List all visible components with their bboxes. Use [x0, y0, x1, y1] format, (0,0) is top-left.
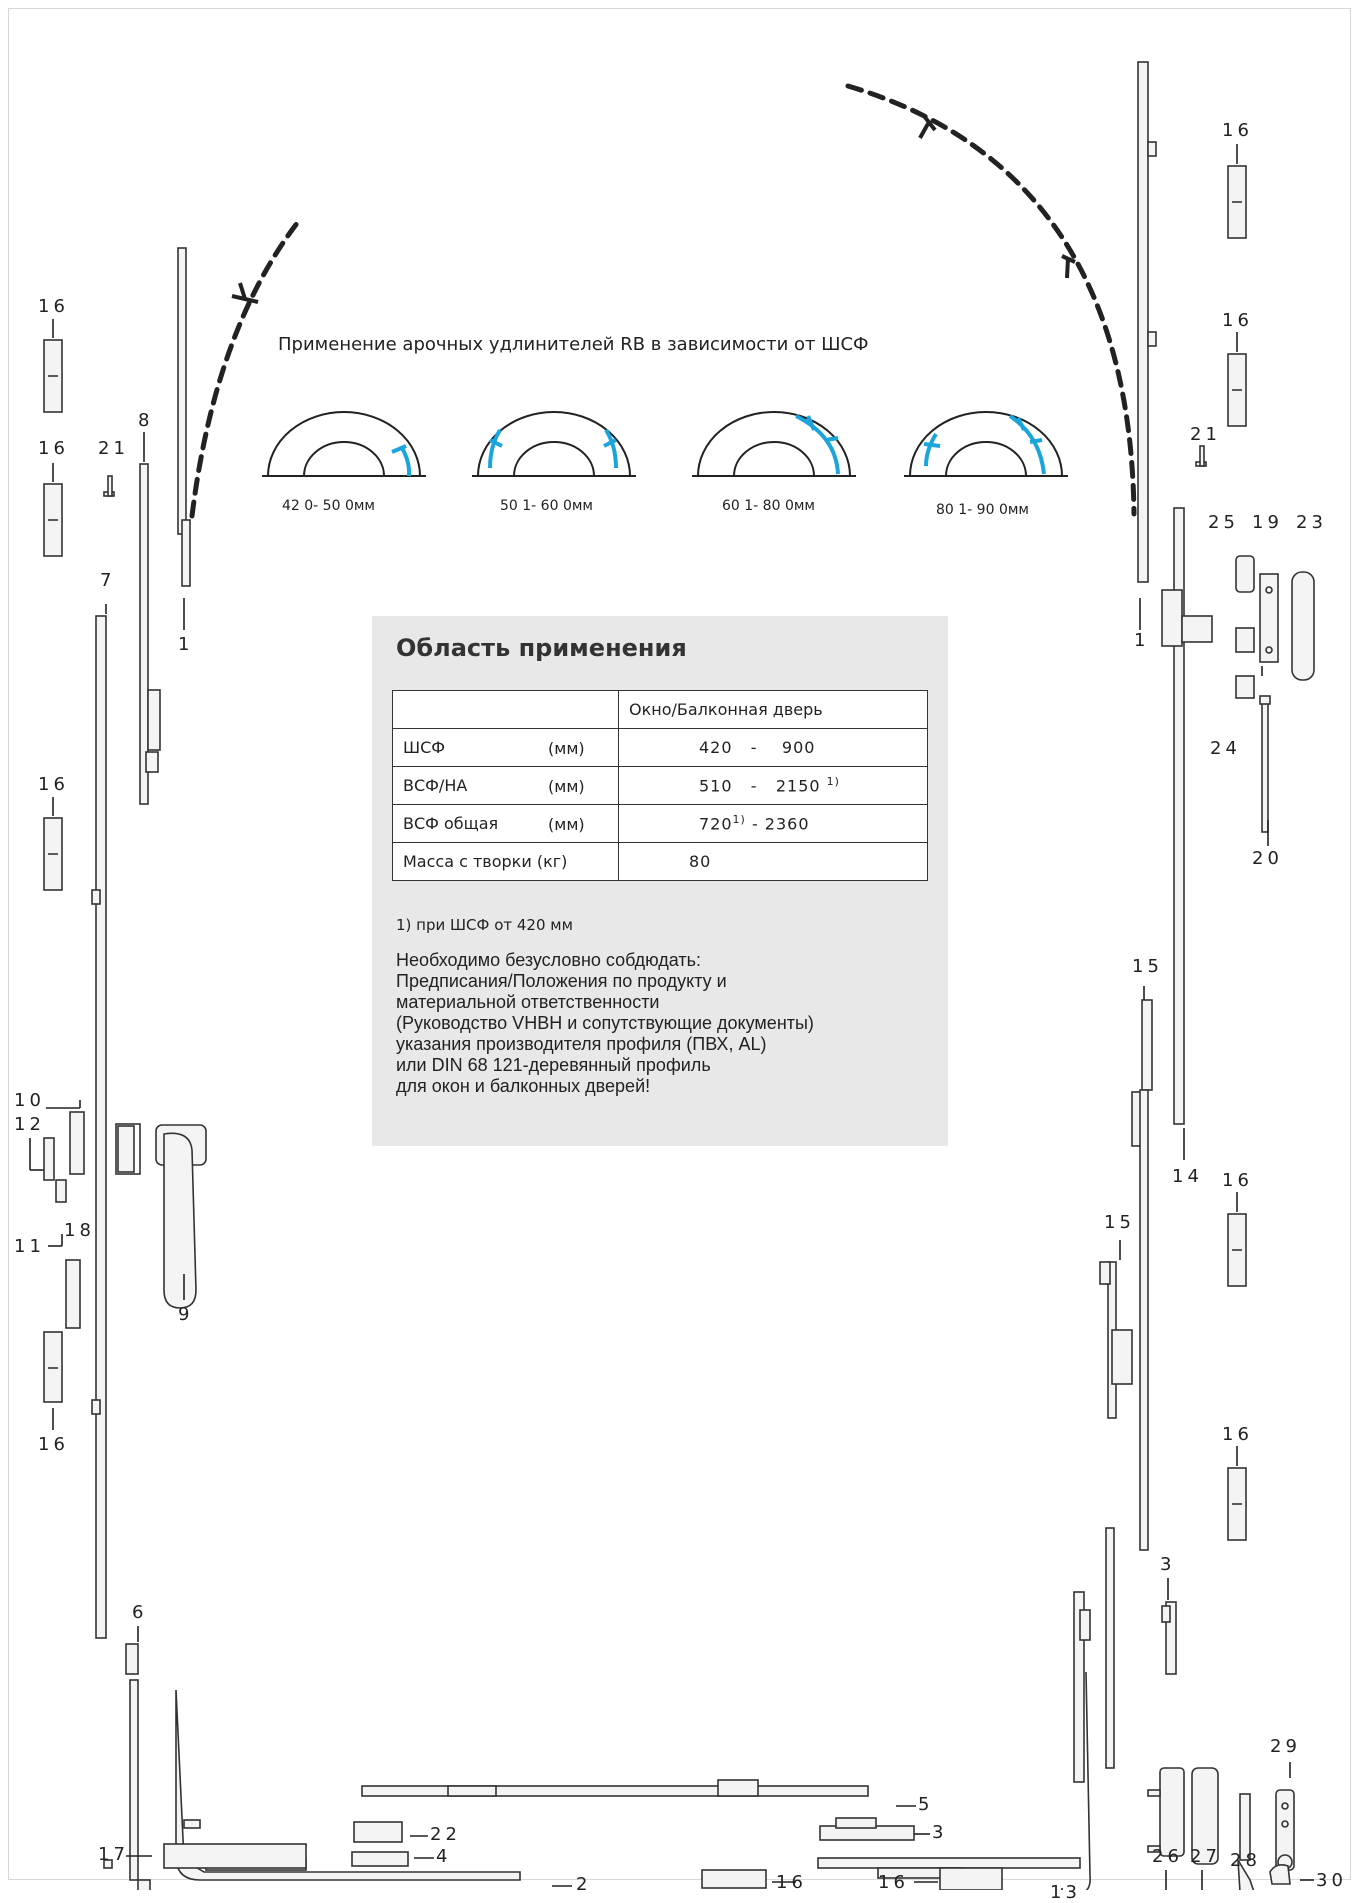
arch-range-4: 80 1- 90 0мм: [936, 502, 1029, 518]
note-line: Предписания/Положения по продукту и: [396, 971, 727, 991]
part-label-15: 15: [1132, 956, 1163, 977]
part-label-26-alt: 26: [1152, 1846, 1183, 1867]
part-label-1: 1: [178, 634, 194, 655]
part-label-16: 16: [38, 774, 69, 795]
part-label-12: 12: [14, 1114, 45, 1135]
part-label-14: 14: [1172, 1166, 1203, 1187]
arch-range-1: 42 0- 50 0мм: [282, 498, 375, 514]
part-label-24: 24: [1210, 738, 1241, 759]
part-label-30: 30: [1316, 1870, 1347, 1891]
footnote: 1) при ШСФ от 420 мм: [396, 916, 573, 934]
arch-icon-1: [262, 411, 426, 477]
row-label: Масса с творки (кг): [403, 852, 568, 871]
table-header-empty: [392, 690, 619, 729]
part-label-28: 28: [1230, 1850, 1261, 1871]
part-label-21: 21: [1190, 424, 1221, 445]
part-label-21: 21: [98, 438, 129, 459]
part-label-11: 11: [14, 1236, 45, 1257]
part-label-16: 16: [38, 1434, 69, 1455]
arch-dashed-right: [845, 83, 1137, 517]
note-line: указания производителя профиля (ПВХ, AL): [396, 1034, 767, 1054]
part-label-6: 6: [132, 1602, 148, 1623]
note-line: материальной ответственности: [396, 992, 660, 1012]
arch-diagrams: [262, 411, 1068, 477]
part-label-16: 16: [776, 1872, 807, 1893]
part-label-18: 18: [64, 1220, 95, 1241]
arch-range-3: 60 1- 80 0мм: [722, 498, 815, 514]
row-label: ВСФ/НА: [403, 776, 468, 795]
part-label-13: 13: [1050, 1882, 1081, 1903]
row-label: ВСФ общая: [403, 814, 499, 833]
part-label-2: 2: [576, 1874, 592, 1895]
part-label-16: 16: [1222, 310, 1253, 331]
row-label: ШСФ: [403, 738, 446, 757]
arch-icon-3: [692, 411, 856, 477]
part-label-8: 8: [138, 410, 154, 431]
part-label-3: 3: [1160, 1554, 1176, 1575]
part-label-15: 15: [1104, 1212, 1135, 1233]
row-footnote-ref: 1): [732, 813, 746, 827]
part-label-16: 16: [38, 296, 69, 317]
arch-icon-2: [472, 411, 636, 477]
part-label-1: 1: [1134, 630, 1150, 651]
part-label-23: 23: [1296, 512, 1327, 533]
table-row: ВСФ/НА (мм) 510 - 2150 1): [392, 766, 928, 805]
part-label-27: 27: [1190, 1846, 1221, 1867]
arch-range-2: 50 1- 60 0мм: [500, 498, 593, 514]
row-unit: (мм): [548, 815, 585, 834]
note-line: Необходимо безусловно собдюдать:: [396, 950, 701, 970]
table-row: ВСФ общая (мм) 7201) - 2360: [392, 804, 928, 843]
panel-title: Область применения: [396, 634, 687, 662]
part-label-29: 29: [1270, 1736, 1301, 1757]
part-label-3: 3: [932, 1822, 948, 1843]
spec-table: Окно/Балконная дверь ШСФ (мм) 420 - 900 В…: [392, 690, 928, 881]
table-row: ШСФ (мм) 420 - 900: [392, 728, 928, 767]
page-frame: [8, 8, 1351, 1880]
part-label-4: 4: [436, 1846, 452, 1867]
part-label-7: 7: [100, 570, 116, 591]
part-label-16: 16: [38, 438, 69, 459]
part-label-16: 16: [878, 1872, 909, 1893]
table-row: Масса с творки (кг) 80: [392, 842, 928, 881]
row-value: 420 - 900: [699, 738, 816, 757]
row-value: 720: [699, 814, 733, 834]
row-value-max: - 2360: [751, 814, 810, 834]
note-line: для окон и балконных дверей!: [396, 1076, 651, 1096]
note-line: или DIN 68 121-деревянный профиль: [396, 1055, 711, 1075]
table-header-row: Окно/Балконная дверь: [392, 690, 928, 729]
note-line: (Руководство VHBH и сопутствующие докуме…: [396, 1013, 814, 1033]
row-unit: (мм): [548, 739, 585, 758]
part-label-16: 16: [1222, 1170, 1253, 1191]
arch-dashed-left: [189, 219, 301, 519]
part-label-16: 16: [1222, 1424, 1253, 1445]
part-label-17: 17: [98, 1844, 129, 1865]
row-unit: (мм): [548, 777, 585, 796]
arch-extension-heading: Применение арочных удлинителей RB в зави…: [278, 334, 869, 355]
compliance-notes: Необходимо безусловно собдюдать: Предпис…: [396, 950, 936, 1097]
row-value: 510 - 2150: [699, 776, 821, 796]
row-value: 80: [689, 852, 712, 871]
arch-icon-4: [904, 411, 1068, 477]
row-footnote-ref: 1): [826, 775, 840, 789]
part-label-16: 16: [1222, 120, 1253, 141]
part-label-5: 5: [918, 1794, 934, 1815]
keeper-icons: [43, 165, 1247, 1541]
part-label-20: 20: [1252, 848, 1283, 869]
hardware-parts: [43, 61, 1315, 1890]
part-label-25: 25: [1208, 512, 1239, 533]
table-header-type: Окно/Балконная дверь: [618, 690, 928, 729]
part-label-22: 22: [430, 1824, 461, 1845]
part-label-19: 19: [1252, 512, 1283, 533]
part-label-9: 9: [178, 1304, 194, 1325]
part-label-10: 10: [14, 1090, 45, 1111]
leader-lines: [29, 144, 1314, 1890]
application-panel: Область применения Окно/Балконная дверь …: [372, 616, 948, 1146]
